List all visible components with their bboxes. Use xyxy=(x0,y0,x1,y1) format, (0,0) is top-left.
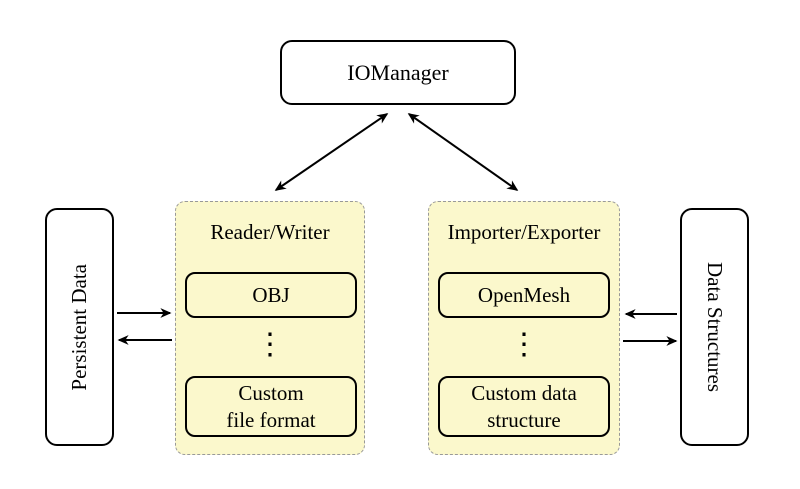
importer-exporter-title: Importer/Exporter xyxy=(447,220,601,244)
importer-exporter-ellipsis: ⋮ xyxy=(509,327,539,362)
data-structures-node: Data Structures xyxy=(680,208,749,446)
arrow-iomanager-reader-writer xyxy=(274,113,389,191)
data-structures-label: Data Structures xyxy=(703,261,727,393)
obj-node: OBJ xyxy=(185,272,357,318)
iomanager-node: IOManager xyxy=(280,40,516,105)
persistent-data-label: Persistent Data xyxy=(67,263,91,391)
custom-file-format-node: Custom file format xyxy=(185,376,357,437)
reader-writer-ellipsis: ⋮ xyxy=(255,327,285,362)
iomanager-label: IOManager xyxy=(347,59,449,85)
openmesh-node: OpenMesh xyxy=(438,272,610,318)
reader-writer-group: Reader/Writer OBJ ⋮ Custom file format xyxy=(175,201,365,455)
persistent-data-node: Persistent Data xyxy=(45,208,114,446)
arrow-iomanager-importer-exporter xyxy=(407,113,519,191)
reader-writer-title: Reader/Writer xyxy=(210,220,330,244)
importer-exporter-group: Importer/Exporter OpenMesh ⋮ Custom data… xyxy=(428,201,620,455)
custom-data-structure-node: Custom data structure xyxy=(438,376,610,437)
